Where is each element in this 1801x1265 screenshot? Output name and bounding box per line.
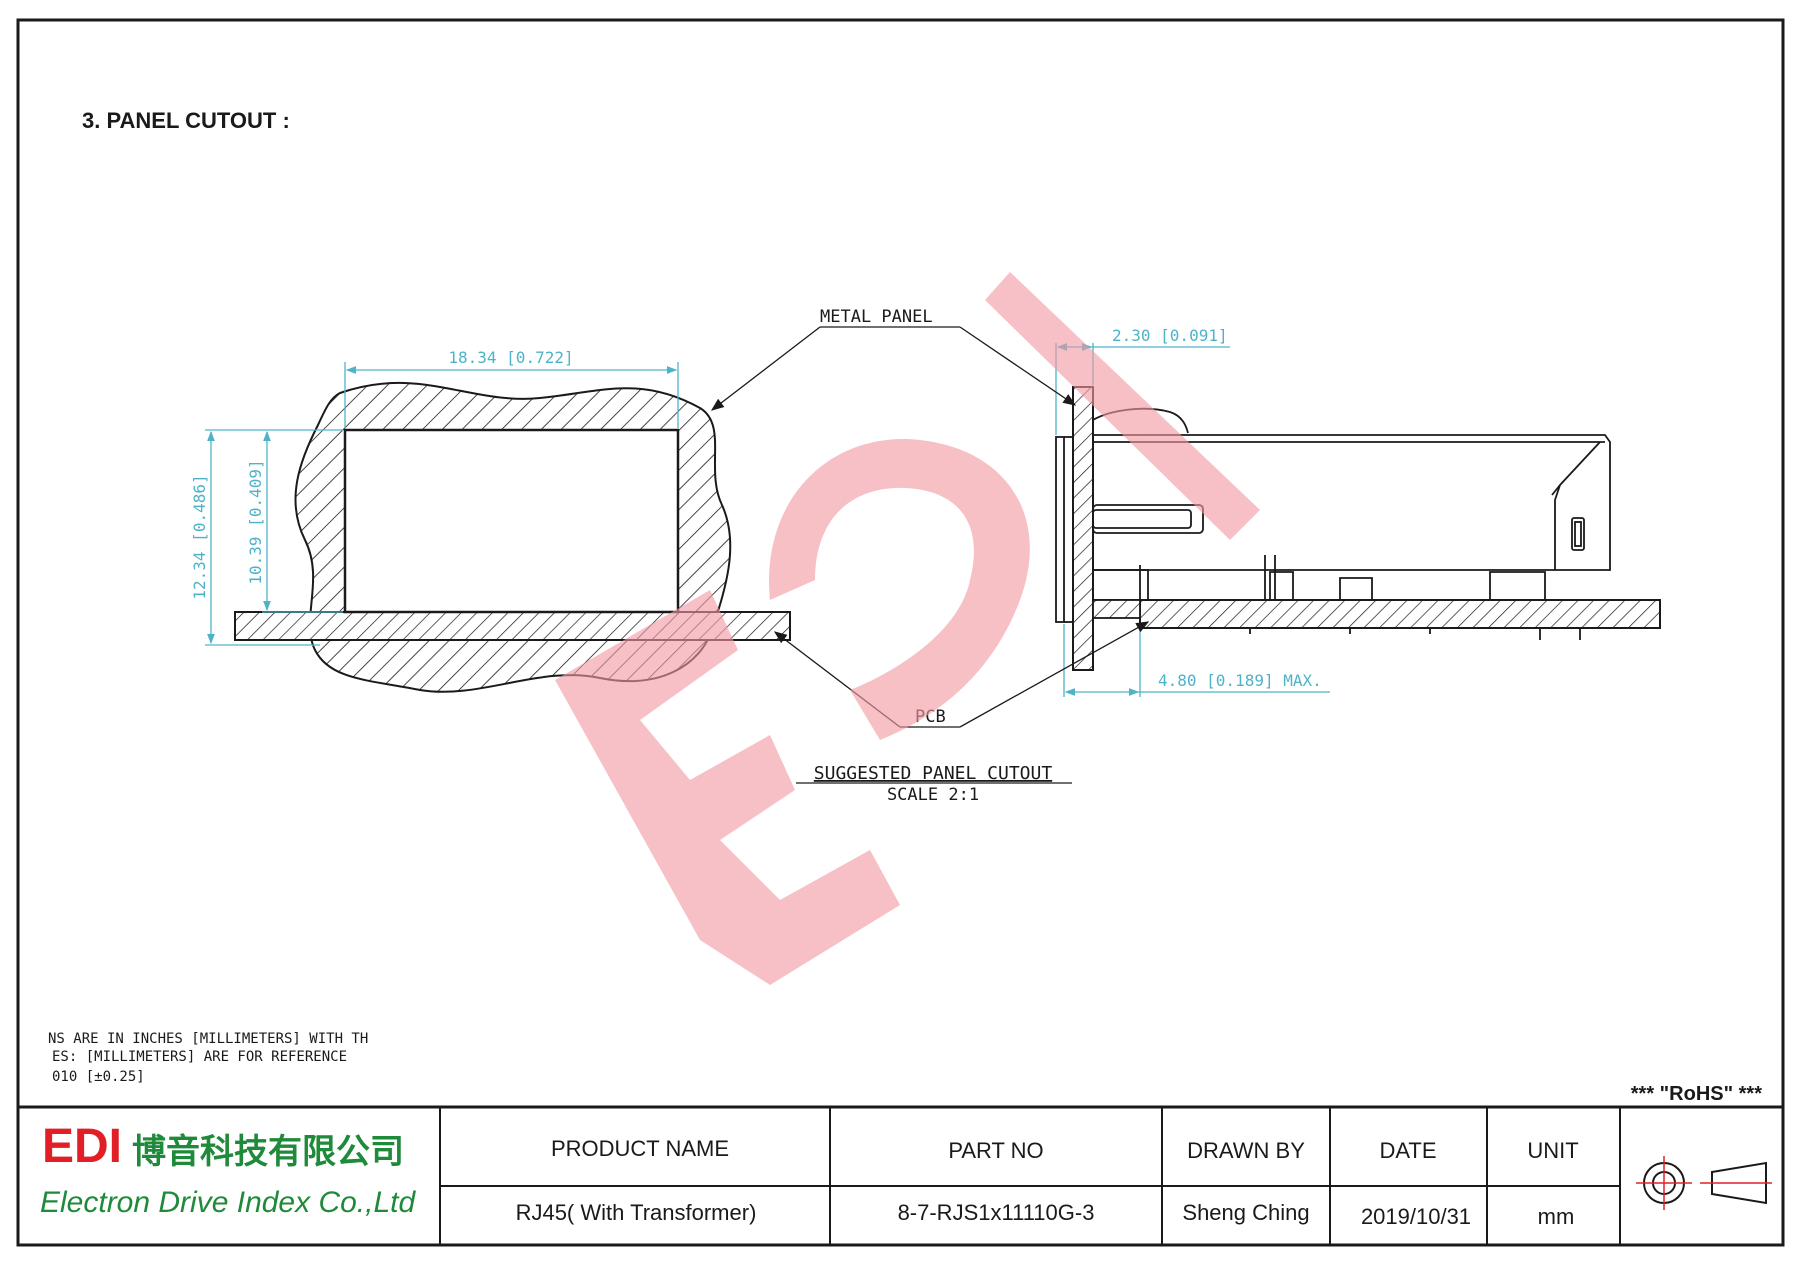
- value-drawn-by: Sheng Ching: [1182, 1200, 1309, 1225]
- caption-title: SUGGESTED PANEL CUTOUT: [814, 763, 1053, 784]
- drawing-caption: SUGGESTED PANEL CUTOUT SCALE 2:1: [796, 763, 1072, 805]
- note-line-2: ES: [MILLIMETERS] ARE FOR REFERENCE: [52, 1049, 347, 1065]
- dimension-inner-height: 10.39 [0.409]: [246, 430, 343, 613]
- panel-flange: [1055, 436, 1065, 623]
- side-section-view: [1055, 386, 1661, 671]
- header-date: DATE: [1379, 1138, 1436, 1163]
- company-logo: EDI 博音科技有限公司 Electron Drive Index Co.,Lt…: [40, 1120, 416, 1219]
- dimension-panel-thickness-label: 2.30 [0.091]: [1112, 326, 1228, 345]
- dimension-outer-height-label: 12.34 [0.486]: [190, 474, 209, 599]
- dimension-width-label: 18.34 [0.722]: [448, 348, 573, 367]
- dimension-inner-height-label: 10.39 [0.409]: [246, 459, 265, 584]
- title-block-values: RJ45( With Transformer) 8-7-RJS1x11110G-…: [516, 1200, 1575, 1229]
- sheet-border: [16, 18, 1785, 1247]
- note-line-3: 010 [±0.25]: [52, 1069, 145, 1085]
- title-block-headers: PRODUCT NAME PART NO DRAWN BY DATE UNIT: [551, 1136, 1579, 1163]
- third-angle-projection-icon: [1636, 1156, 1772, 1210]
- dimension-outer-height: 12.34 [0.486]: [190, 429, 343, 646]
- section-title: 3. PANEL CUTOUT :: [82, 108, 290, 133]
- rohs-mark: *** "RoHS" ***: [1631, 1083, 1762, 1105]
- dimension-max-offset-label: 4.80 [0.189] MAX.: [1158, 671, 1322, 690]
- header-unit: UNIT: [1527, 1138, 1578, 1163]
- metal-panel-label: METAL PANEL: [820, 307, 933, 327]
- value-part-no: 8-7-RJS1x11110G-3: [898, 1200, 1095, 1225]
- cutout-hole: [343, 428, 680, 614]
- dimension-width: 18.34 [0.722]: [344, 348, 679, 428]
- value-product-name: RJ45( With Transformer): [516, 1200, 757, 1225]
- note-line-1: NS ARE IN INCHES [MILLIMETERS] WITH TH: [48, 1031, 368, 1047]
- dimension-max-offset: 4.80 [0.189] MAX.: [1063, 624, 1330, 697]
- edi-watermark: [555, 272, 1260, 985]
- company-english-name: Electron Drive Index Co.,Ltd: [40, 1186, 416, 1219]
- company-logo-text: EDI: [42, 1120, 122, 1173]
- caption-scale: SCALE 2:1: [887, 785, 979, 805]
- connector-body: [1093, 434, 1611, 571]
- value-unit: mm: [1538, 1204, 1575, 1229]
- header-product-name: PRODUCT NAME: [551, 1136, 729, 1161]
- pcb-section-right: [1139, 599, 1661, 629]
- value-date: 2019/10/31: [1361, 1204, 1471, 1229]
- header-part-no: PART NO: [948, 1138, 1043, 1163]
- company-chinese-name: 博音科技有限公司: [132, 1133, 404, 1171]
- metal-panel-callout: METAL PANEL: [710, 307, 1077, 411]
- general-notes: NS ARE IN INCHES [MILLIMETERS] WITH TH E…: [48, 1031, 368, 1085]
- title-block: [18, 1105, 1783, 1245]
- header-drawn-by: DRAWN BY: [1187, 1138, 1305, 1163]
- metal-panel-side: [1072, 386, 1094, 671]
